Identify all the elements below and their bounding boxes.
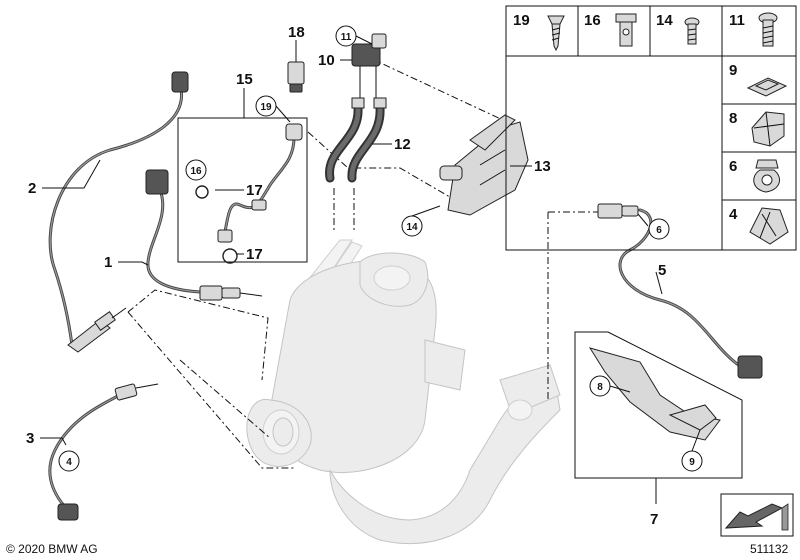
- grid-cell-8[interactable]: 8: [729, 110, 785, 147]
- particulate-filter-ghost: [246, 239, 561, 545]
- bracket-13[interactable]: [439, 114, 529, 216]
- grid-cell-11[interactable]: 11: [729, 12, 778, 47]
- heat-shield-7[interactable]: [574, 331, 743, 479]
- svg-text:9: 9: [729, 62, 737, 79]
- callout-1: 1: [104, 254, 112, 271]
- direction-arrow-symbol: [720, 493, 794, 537]
- svg-text:14: 14: [406, 222, 418, 233]
- svg-text:6: 6: [729, 158, 737, 175]
- grid-cell-9[interactable]: 9: [729, 62, 788, 97]
- svg-text:8: 8: [729, 110, 737, 127]
- circled-callouts: 11 19 16 14 6 4 8 9: [58, 25, 703, 472]
- callout-15: 15: [236, 71, 253, 88]
- pressure-line-assembly-15[interactable]: [177, 117, 308, 264]
- svg-text:19: 19: [513, 12, 530, 29]
- callout-2: 2: [28, 180, 36, 197]
- svg-text:9: 9: [689, 457, 695, 468]
- bolt-icon: [684, 17, 700, 45]
- svg-text:4: 4: [729, 206, 738, 223]
- callout-7: 7: [650, 511, 658, 528]
- svg-text:16: 16: [190, 166, 202, 177]
- pressure-sensor-18[interactable]: [287, 61, 305, 93]
- callout-17-upper: 17: [246, 182, 263, 199]
- circled-callout-9: 9: [681, 450, 703, 472]
- callout-10: 10: [318, 52, 335, 69]
- circled-callout-11: 11: [335, 25, 357, 47]
- banjo-bolt-icon: [615, 13, 637, 47]
- callouts: 2 1 3 15 18 17 17 10 12 13 5 7: [26, 24, 666, 528]
- grid-cell-4[interactable]: 4: [729, 206, 789, 245]
- hoses-12[interactable]: [325, 97, 387, 183]
- svg-text:11: 11: [341, 32, 352, 43]
- leader-lines: [40, 40, 663, 504]
- circled-callout-8: 8: [589, 375, 611, 397]
- svg-text:6: 6: [656, 225, 662, 236]
- temperature-sensor-3[interactable]: [48, 383, 159, 521]
- callout-3: 3: [26, 430, 34, 447]
- grid-cell-6[interactable]: 6: [729, 158, 781, 193]
- lambda-sensor-1[interactable]: [145, 169, 263, 301]
- spring-clip-icon: [749, 207, 789, 245]
- grid-cell-16[interactable]: 16: [584, 12, 637, 47]
- callout-12: 12: [394, 136, 411, 153]
- routing-lines: [127, 57, 598, 469]
- svg-text:4: 4: [66, 457, 72, 468]
- copyright-text: © 2020 BMW AG: [6, 542, 98, 556]
- svg-text:19: 19: [260, 102, 272, 113]
- circled-callout-4: 4: [58, 450, 80, 472]
- callout-17-lower: 17: [246, 246, 263, 263]
- circled-callout-16: 16: [185, 159, 207, 181]
- torx-screw-icon: [758, 12, 778, 47]
- callout-13: 13: [534, 158, 551, 175]
- diagram-number: 511132: [750, 542, 789, 556]
- screw-icon: [547, 15, 565, 52]
- differential-pressure-sensor-10[interactable]: [351, 33, 387, 98]
- clip-nut-icon: [746, 77, 788, 97]
- callout-18: 18: [288, 24, 305, 41]
- svg-text:16: 16: [584, 12, 601, 29]
- cable-clip-icon: [751, 111, 785, 147]
- svg-text:11: 11: [729, 12, 745, 29]
- temperature-sensor-2[interactable]: [48, 71, 189, 353]
- callout-5: 5: [658, 262, 666, 279]
- grid-cell-19[interactable]: 19: [513, 12, 565, 52]
- grid-cell-14[interactable]: 14: [656, 12, 700, 45]
- parts-grid: 19 16 14 11: [505, 5, 797, 251]
- hose-clamp-icon: [753, 159, 781, 193]
- circled-callout-6: 6: [648, 218, 670, 240]
- svg-text:14: 14: [656, 12, 673, 29]
- circled-callout-19: 19: [255, 95, 277, 117]
- circled-callout-14: 14: [401, 215, 423, 237]
- svg-text:8: 8: [597, 382, 603, 393]
- lambda-sensor-5[interactable]: [597, 203, 763, 379]
